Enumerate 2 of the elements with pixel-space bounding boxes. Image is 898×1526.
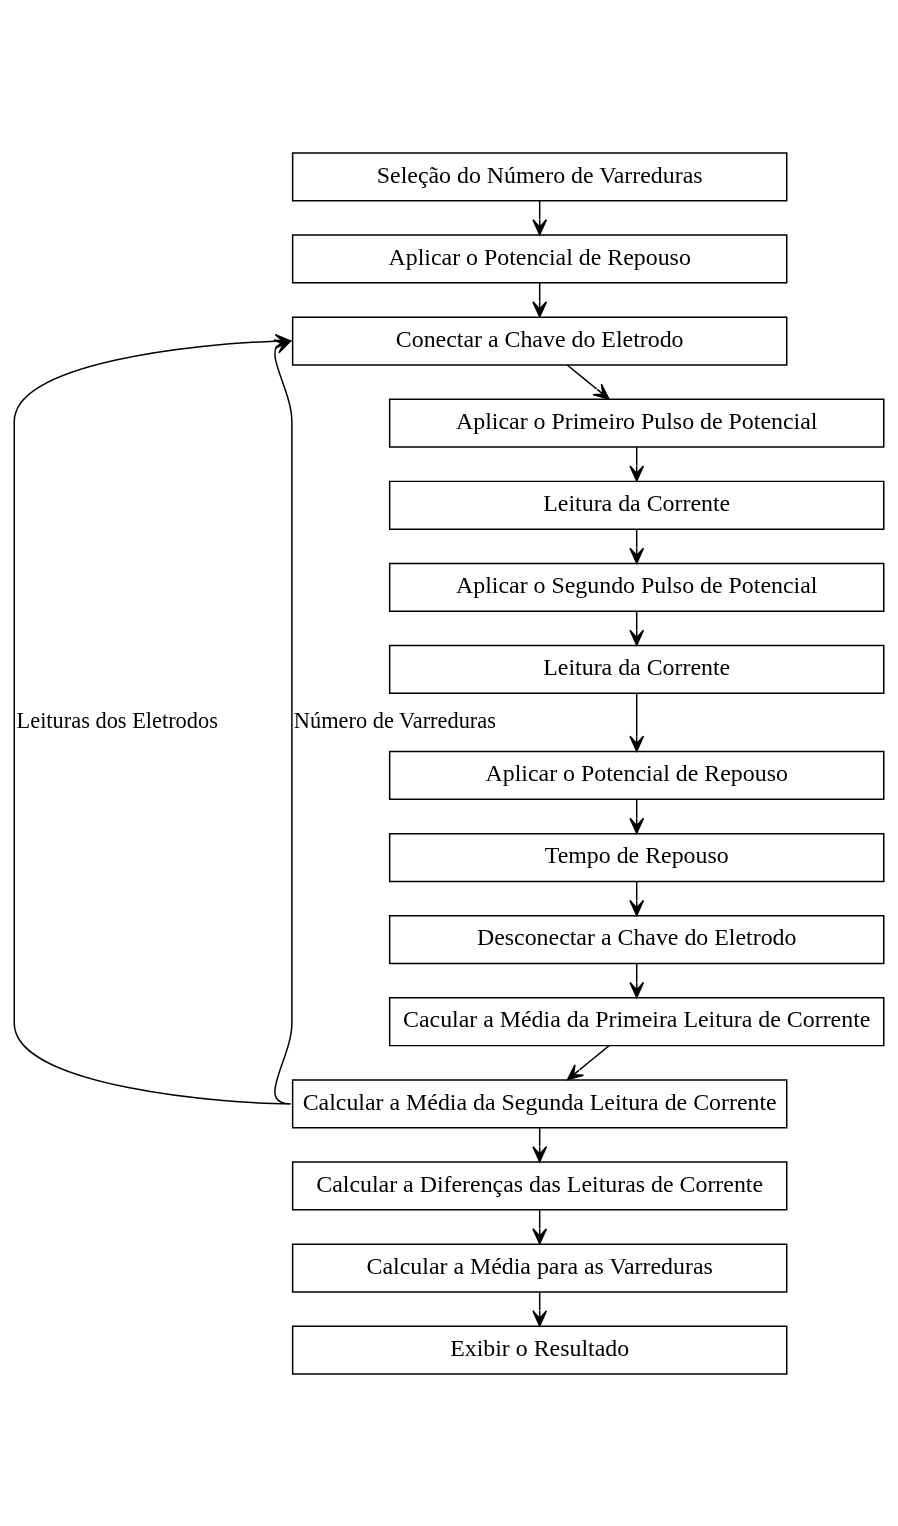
edge-label: Número de Varreduras [293, 707, 496, 733]
edge-label: Leituras dos Eletrodos [16, 707, 218, 733]
